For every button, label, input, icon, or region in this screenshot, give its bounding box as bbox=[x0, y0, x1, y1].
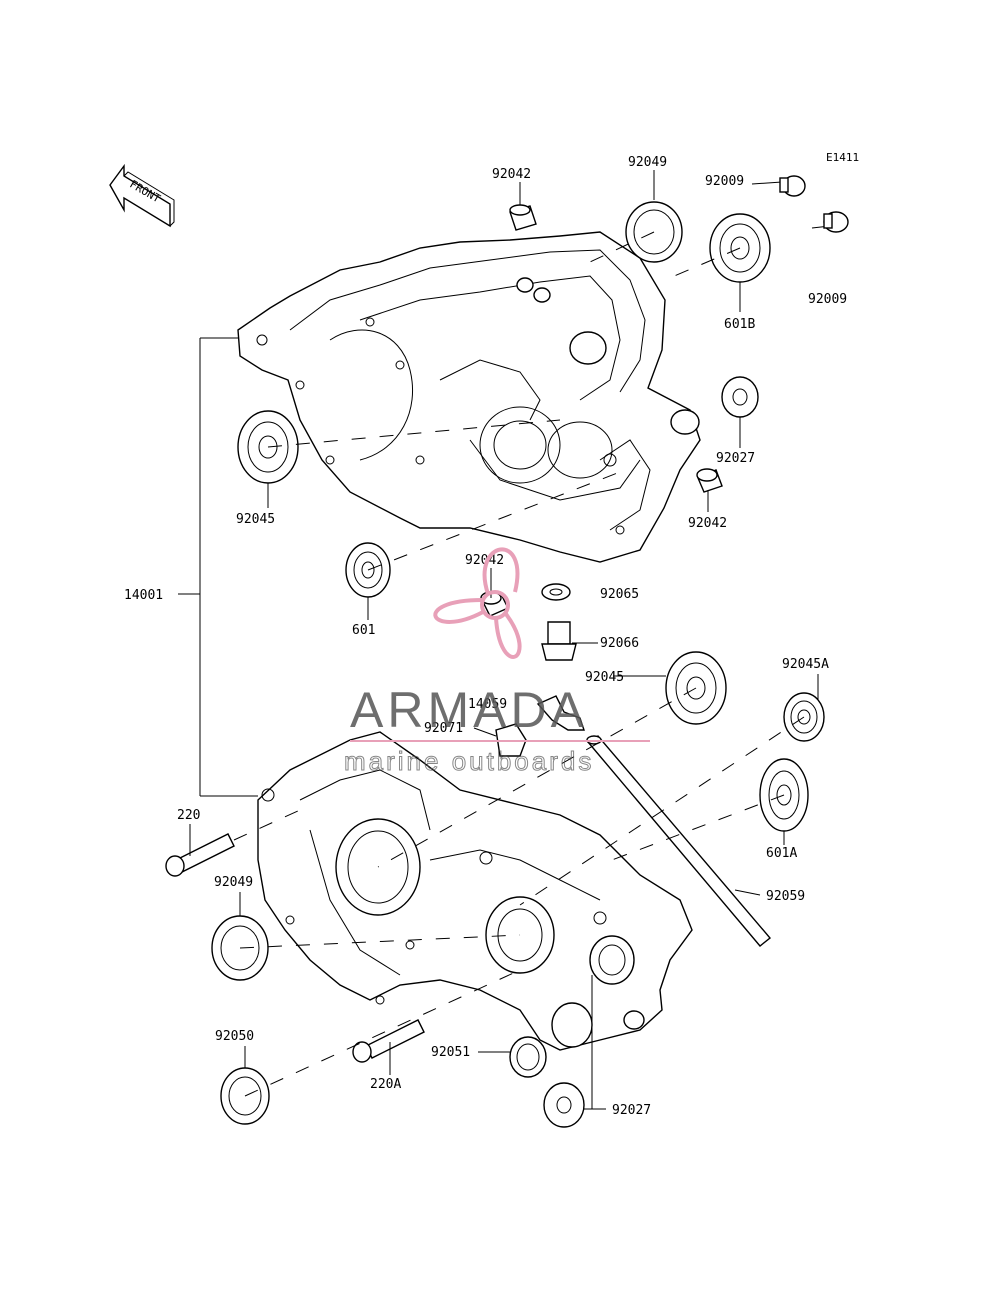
label-92049-top: 92049 bbox=[628, 155, 667, 170]
propeller-logo-icon bbox=[433, 547, 522, 659]
watermark-brand: ARMADA bbox=[350, 682, 588, 738]
label-220a: 220A bbox=[370, 1077, 401, 1092]
label-92042-right: 92042 bbox=[688, 516, 727, 531]
label-92009-b: 92009 bbox=[808, 292, 847, 307]
washer-92065 bbox=[541, 583, 571, 601]
leader-lines bbox=[178, 170, 819, 1110]
label-92066: 92066 bbox=[600, 636, 639, 651]
screw-92009-a bbox=[751, 175, 806, 197]
label-92059: 92059 bbox=[766, 889, 805, 904]
label-14059: 14059 bbox=[468, 697, 507, 712]
oil-seal-92051 bbox=[509, 1036, 547, 1078]
diagram-code: E1411 bbox=[826, 151, 859, 164]
watermark-tagline: marine outboards bbox=[344, 746, 594, 776]
label-92027-top: 92027 bbox=[716, 451, 755, 466]
drain-plug-92066 bbox=[541, 621, 577, 661]
collar-92042-right bbox=[696, 468, 723, 493]
label-92065: 92065 bbox=[600, 587, 639, 602]
front-arrow-icon: FRONT bbox=[109, 163, 175, 228]
collar-92042-top bbox=[509, 204, 537, 231]
label-220: 220 bbox=[177, 808, 200, 823]
label-92042-top: 92042 bbox=[492, 167, 531, 182]
label-92071: 92071 bbox=[424, 721, 463, 736]
label-92027-bottom: 92027 bbox=[612, 1103, 651, 1118]
lower-crankcase-half bbox=[257, 731, 693, 1051]
assembly-lines bbox=[233, 231, 805, 1097]
label-92045-mid: 92045 bbox=[585, 670, 624, 685]
label-601b: 601B bbox=[724, 317, 755, 332]
label-92050: 92050 bbox=[215, 1029, 254, 1044]
screw-92009-b bbox=[811, 211, 849, 233]
label-92045a: 92045A bbox=[782, 657, 829, 672]
washer-92027-top bbox=[721, 376, 759, 418]
label-92049-bottom: 92049 bbox=[214, 875, 253, 890]
bolt-220 bbox=[165, 833, 235, 877]
upper-crankcase-half bbox=[237, 231, 701, 563]
label-92045-left: 92045 bbox=[236, 512, 275, 527]
label-14001: 14001 bbox=[124, 588, 163, 603]
label-92009-a: 92009 bbox=[705, 174, 744, 189]
part-labels: 92042 92049 92009 92009 601B 92027 92042… bbox=[124, 155, 847, 1118]
bolt-220a bbox=[352, 1019, 425, 1063]
label-601: 601 bbox=[352, 623, 375, 638]
washer-92027-bottom bbox=[543, 1082, 585, 1128]
fitting-14059 bbox=[536, 695, 585, 731]
label-601a: 601A bbox=[766, 846, 797, 861]
label-92051: 92051 bbox=[431, 1045, 470, 1060]
watermark: ARMADA marine outboards bbox=[344, 547, 650, 777]
label-92042-mid: 92042 bbox=[465, 553, 504, 568]
